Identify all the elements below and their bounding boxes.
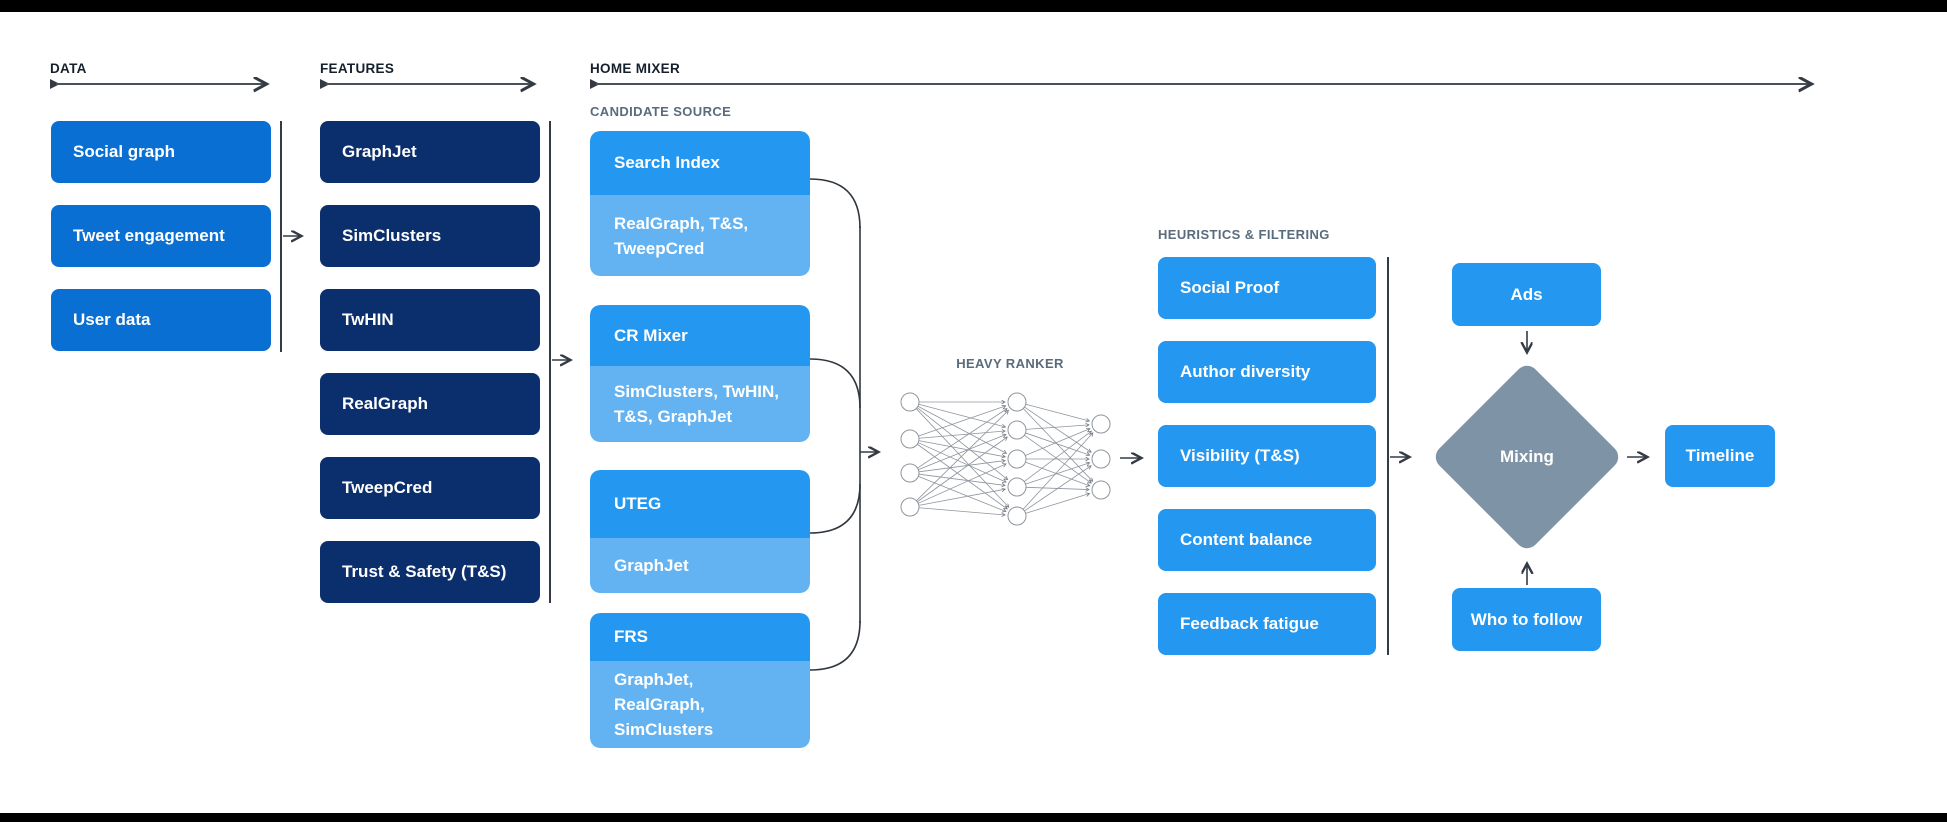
filter-box-visibility: Visibility (T&S) — [1158, 425, 1376, 487]
heuristics-column: Social Proof Author diversity Visibility… — [1158, 257, 1376, 655]
box-label: Trust & Safety (T&S) — [342, 562, 507, 581]
filter-box-content-balance: Content balance — [1158, 509, 1376, 571]
box-label: SimClusters — [342, 226, 442, 245]
bottom-frame-bar — [0, 813, 1947, 822]
home-mixer-section-arrow — [590, 79, 1811, 89]
feature-box-graphjet: GraphJet — [320, 121, 540, 183]
box-label: TweepCred — [342, 478, 433, 497]
box-label: Tweet engagement — [73, 226, 225, 245]
candidate-source-label: CANDIDATE SOURCE — [590, 104, 732, 119]
mixing-label: Mixing — [1500, 447, 1554, 466]
feature-box-realgraph: RealGraph — [320, 373, 540, 435]
data-box-social-graph: Social graph — [51, 121, 271, 183]
feature-box-simclusters: SimClusters — [320, 205, 540, 267]
heuristics-filtering-label: HEURISTICS & FILTERING — [1158, 227, 1330, 242]
data-section-arrow — [50, 79, 266, 89]
section-label-features: FEATURES — [320, 61, 395, 76]
candidate-sources: SimClusters, TwHIN, T&S, GraphJet — [590, 366, 810, 442]
candidate-title: CR Mixer — [590, 305, 810, 366]
box-label: Social Proof — [1180, 278, 1280, 297]
box-label: RealGraph — [342, 394, 428, 413]
section-label-data: DATA — [50, 61, 87, 76]
candidate-title: FRS — [590, 613, 810, 661]
candidate-box-cr-mixer: CR Mixer SimClusters, TwHIN, T&S, GraphJ… — [590, 305, 810, 442]
box-label: Social graph — [73, 142, 176, 161]
who-to-follow-box: Who to follow — [1452, 588, 1601, 651]
data-box-tweet-engagement: Tweet engagement — [51, 205, 271, 267]
data-column: Social graph Tweet engagement User data — [51, 121, 271, 351]
mixing-diamond: Mixing — [1430, 360, 1624, 554]
candidate-title: Search Index — [590, 131, 810, 195]
feature-box-twhin: TwHIN — [320, 289, 540, 351]
candidate-box-frs: FRS GraphJet, RealGraph, SimClusters — [590, 613, 810, 748]
box-label: Content balance — [1180, 530, 1313, 549]
box-label: Feedback fatigue — [1180, 614, 1319, 633]
box-label: Author diversity — [1180, 362, 1311, 381]
candidate-sources: GraphJet — [590, 538, 810, 593]
feature-box-tweepcred: TweepCred — [320, 457, 540, 519]
candidate-sources: GraphJet, RealGraph, SimClusters — [590, 661, 810, 748]
filter-box-feedback-fatigue: Feedback fatigue — [1158, 593, 1376, 655]
section-label-home-mixer: HOME MIXER — [590, 61, 681, 76]
filter-box-social-proof: Social Proof — [1158, 257, 1376, 319]
ads-box: Ads — [1452, 263, 1601, 326]
candidate-box-search-index: Search Index RealGraph, T&S, TweepCred — [590, 131, 810, 276]
candidate-title: UTEG — [590, 470, 810, 538]
box-label: Visibility (T&S) — [1180, 446, 1300, 465]
timeline-box: Timeline — [1665, 425, 1775, 487]
feature-box-trust-safety: Trust & Safety (T&S) — [320, 541, 540, 603]
candidate-box-uteg: UTEG GraphJet — [590, 470, 810, 593]
heavy-ranker-network — [900, 392, 1111, 526]
filter-box-author-diversity: Author diversity — [1158, 341, 1376, 403]
features-section-arrow — [320, 79, 533, 89]
box-label: User data — [73, 310, 151, 329]
box-label: TwHIN — [342, 310, 394, 329]
box-label: GraphJet — [342, 142, 417, 161]
features-column: GraphJet SimClusters TwHIN RealGraph Twe… — [320, 121, 540, 603]
candidate-merge-connectors — [809, 178, 861, 671]
data-box-user-data: User data — [51, 289, 271, 351]
top-frame-bar — [0, 0, 1947, 12]
heavy-ranker-label: HEAVY RANKER — [956, 356, 1064, 371]
candidate-sources: RealGraph, T&S, TweepCred — [590, 195, 810, 276]
